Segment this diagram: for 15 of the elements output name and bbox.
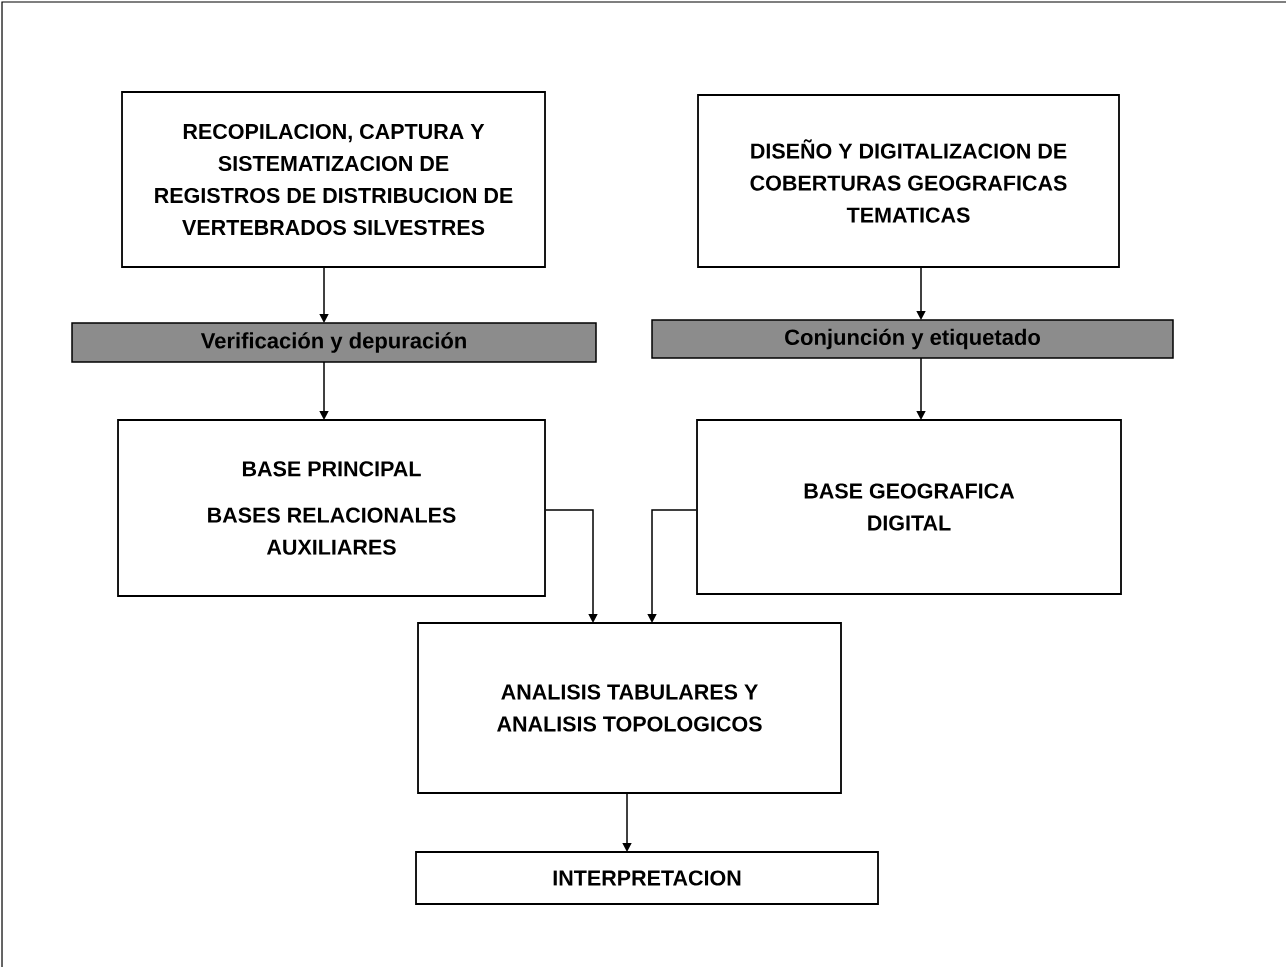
process-box: ANALISIS TABULARES Y ANALISIS TOPOLOGICOS xyxy=(417,622,842,794)
arrow xyxy=(647,509,697,623)
arrow xyxy=(916,357,926,420)
arrow xyxy=(622,792,632,852)
process-box: DISEÑO Y DIGITALIZACION DE COBERTURAS GEOGRAFICAS TEMATICAS xyxy=(697,94,1120,268)
process-box: RECOPILACION, CAPTURA Y SISTEMATIZACION DE REGISTROS DE DISTRIBUCION DE VERTEBRADOS SILVESTRES xyxy=(121,91,546,268)
process-box: BASE GEOGRAFICA DIGITAL xyxy=(696,419,1122,595)
process-box: INTERPRETACION xyxy=(415,851,879,905)
shaded-band: Verificación y depuración xyxy=(71,322,597,363)
arrow xyxy=(545,509,598,623)
arrow xyxy=(319,361,329,420)
shaded-band: Conjunción y etiquetado xyxy=(651,319,1174,359)
process-box: BASE PRINCIPAL BASES RELACIONALES AUXILIARES xyxy=(117,419,546,597)
arrow xyxy=(319,266,329,323)
arrow xyxy=(916,266,926,320)
